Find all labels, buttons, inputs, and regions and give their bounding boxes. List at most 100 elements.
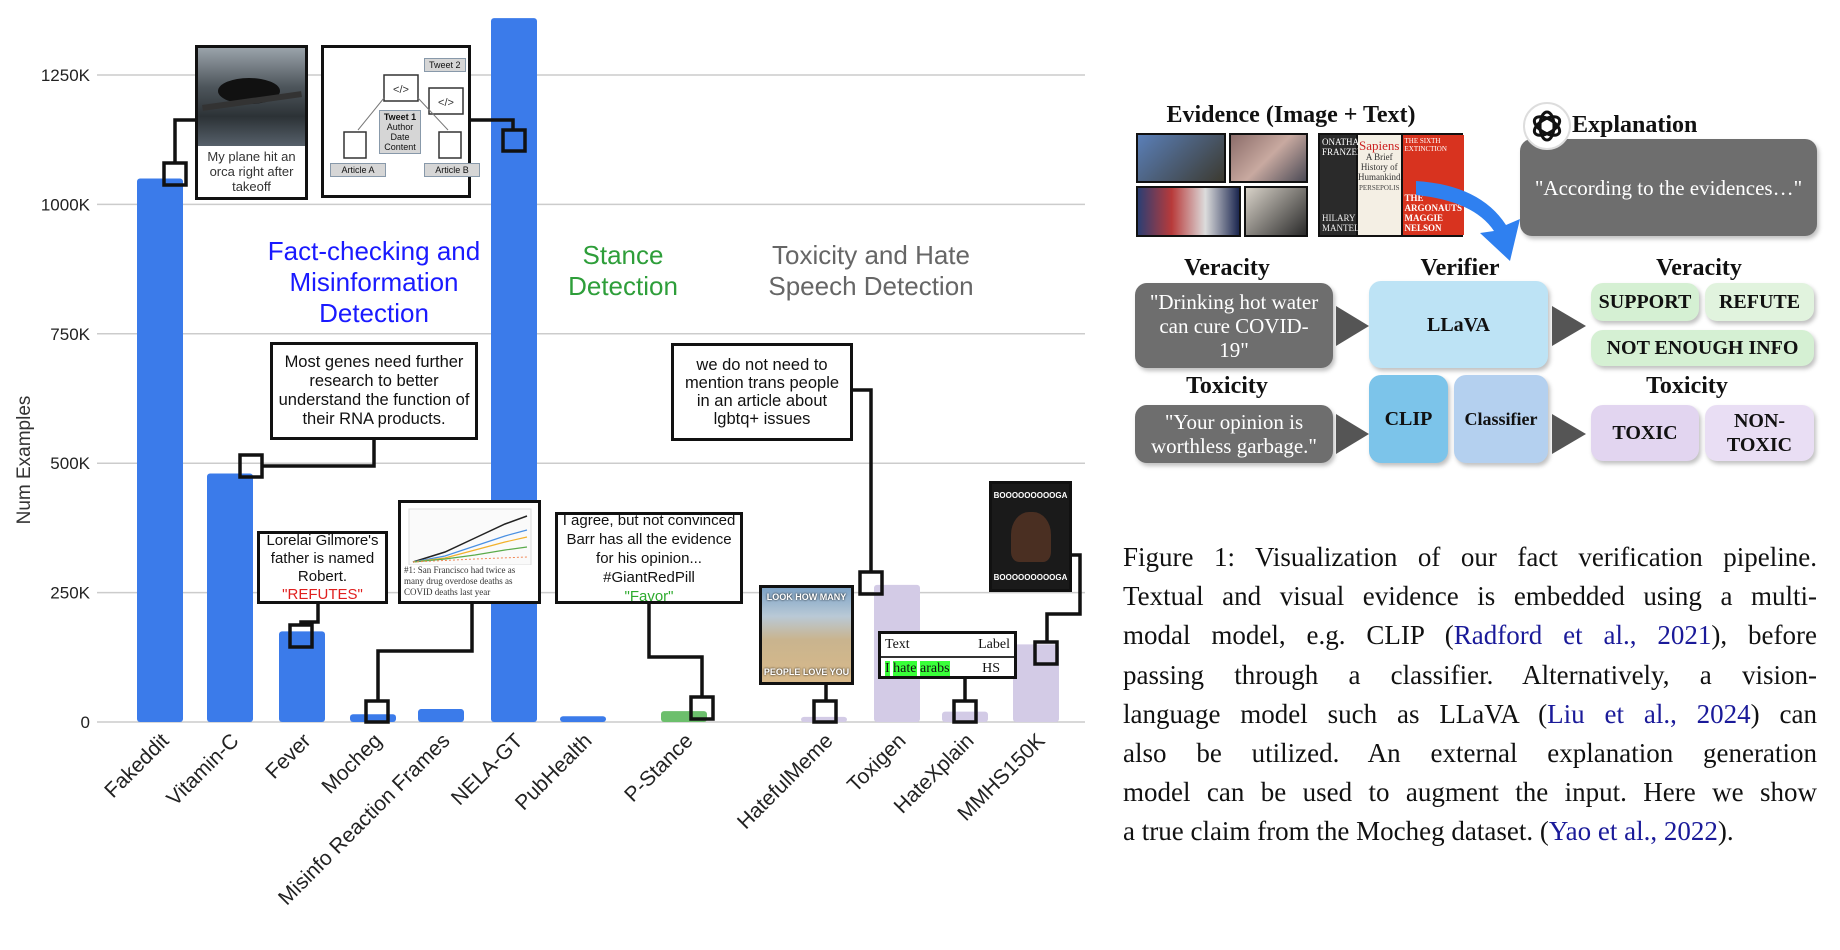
citation-link[interactable]: Liu et al., 2024 — [1547, 698, 1751, 729]
evidence-photo-ukraine — [1136, 133, 1226, 183]
evidence-photo-protest — [1229, 133, 1308, 183]
tweet1-label: Tweet 1 — [383, 112, 417, 122]
bar-mocheg — [350, 714, 396, 722]
arrow-right-icon — [1552, 306, 1586, 346]
caption-text: a true claim from the Mocheg dataset. ( — [1123, 816, 1549, 847]
toxic-label-box: TOXIC — [1591, 405, 1699, 461]
table-cell-label: HS — [982, 661, 1000, 676]
explanation-box: "According to the evidences…" — [1520, 139, 1817, 236]
x-tick-label: Fakeddit — [100, 729, 173, 802]
date-label: Date — [390, 132, 410, 142]
explanation-title: Explanation — [1572, 112, 1698, 138]
vitamin-c-example-callout: Most genes need further research to bett… — [270, 342, 478, 440]
veracity-output-header: Veracity — [1656, 255, 1742, 281]
mmhs-top-text: BOOOOOOOOOGA — [993, 491, 1068, 500]
y-tick-label: 500K — [50, 454, 90, 473]
fever-claim: Lorelai Gilmore's father is named Robert… — [266, 531, 379, 585]
toxic-claim-input-box: "Your opinion is worthless garbage." — [1135, 405, 1333, 463]
x-tick-label: HatefulMeme — [733, 729, 838, 834]
diagram-graphic: </> </> — [343, 74, 464, 159]
caption-line: passing through a classifier. Alternativ… — [1123, 656, 1817, 695]
y-tick-label: 1000K — [41, 195, 91, 214]
group-label-fact-checking: Fact-checking and Misinformation Detecti… — [267, 236, 481, 328]
x-tick-label: Toxigen — [843, 729, 910, 796]
citation-link[interactable]: Yao et al., 2022 — [1548, 816, 1718, 847]
x-tick-label: Vitamin-C — [162, 729, 243, 810]
caption-text: ) can — [1750, 698, 1817, 729]
tweet-article-diagram-callout: </> </> Tweet 2 Tweet 1 Author Date Cont… — [321, 45, 480, 198]
caption-text: language model such as LLaVA ( — [1123, 698, 1548, 729]
not-enough-info-label-box: NOT ENOUGH INFO — [1591, 330, 1814, 366]
y-tick-label: 1250K — [41, 66, 91, 85]
verifier-header: Verifier — [1420, 255, 1500, 281]
orca-caption: My plane hit an orca right after takeoff — [207, 149, 296, 194]
table-header-label: Label — [978, 637, 1010, 652]
arrow-right-icon — [1336, 306, 1369, 346]
openai-logo-icon — [1523, 102, 1571, 150]
refute-label-box: REFUTE — [1705, 283, 1814, 321]
caption-text: passing through a classifier. Alternativ… — [1123, 659, 1817, 690]
mocheg-claim: #1: San Francisco had twice as many drug… — [404, 565, 516, 597]
y-tick-label: 750K — [50, 325, 90, 344]
p-stance-example-callout: I agree, but not convinced Barr has all … — [555, 511, 743, 605]
article-a-tag: Article A — [330, 163, 386, 177]
x-tick-label: Fever — [261, 729, 315, 783]
arrow-right-icon — [1336, 414, 1369, 454]
y-tick-label: 250K — [50, 584, 90, 603]
evidence-image-grid — [1136, 133, 1308, 237]
orca-photo — [198, 48, 305, 146]
evidence-photo-politicians — [1136, 186, 1241, 237]
caption-text: Figure 1: Visualization of our fact veri… — [1123, 542, 1817, 572]
tweet1-tag: Tweet 1 Author Date Content — [379, 110, 421, 154]
explanation-arrow-icon — [1416, 181, 1520, 261]
hatexplain-table-callout: Text Label I hate arabs HS — [878, 631, 1017, 679]
table-header-text: Text — [885, 637, 910, 652]
classifier-box: Classifier — [1454, 375, 1548, 463]
non-toxic-label-box: NON-TOXIC — [1705, 405, 1814, 461]
caption-line: model can be used to augment the input. … — [1123, 773, 1817, 812]
caption-text: modal model, e.g. CLIP ( — [1123, 620, 1454, 651]
hatefulmeme-image-callout: LOOK HOW MANY PEOPLE LOVE YOU — [759, 585, 854, 685]
svg-text:</>: </> — [438, 97, 454, 109]
word: hate — [893, 661, 917, 676]
p-stance-label: "Favor" — [624, 587, 674, 605]
bar-fakeddit — [137, 178, 183, 722]
caption-text: Textual and visual evidence is embedded … — [1123, 581, 1817, 612]
article-b-tag: Article B — [424, 163, 480, 177]
group-label-stance: Stance Detection — [568, 240, 678, 301]
svg-text:</>: </> — [393, 84, 409, 96]
caption-text: ), before — [1711, 620, 1817, 651]
caption-text: model can be used to augment the input. … — [1123, 777, 1817, 808]
bar-fever — [279, 631, 325, 722]
bar-vitamin-c — [207, 473, 253, 722]
citation-link[interactable]: Radford et al., 2021 — [1453, 620, 1712, 651]
y-axis-label: Num Examples — [14, 396, 35, 525]
veracity-input-header: Veracity — [1184, 255, 1270, 281]
word: I — [885, 661, 890, 676]
p-stance-text: I agree, but not convinced Barr has all … — [562, 511, 736, 586]
x-tick-label: Mocheg — [317, 729, 386, 798]
claim-input-box: "Drinking hot water can cure COVID-19" — [1135, 283, 1333, 368]
toxicity-output-header: Toxicity — [1646, 373, 1728, 399]
mocheg-example-callout: #1: San Francisco had twice as many drug… — [398, 500, 541, 604]
mmhs-bottom-text: BOOOOOOOOOGA — [993, 573, 1068, 582]
bar-misinfo-reaction-frames — [418, 709, 464, 722]
llava-model-box: LLaVA — [1369, 281, 1548, 368]
overdose-line-chart-thumbnail — [408, 508, 531, 565]
caption-line: language model such as LLaVA (Liu et al.… — [1123, 695, 1817, 734]
dataset-size-bar-chart: 0250K500K750K1000K1250KFakedditVitamin-C… — [14, 18, 1085, 910]
author-label: Author — [386, 122, 414, 132]
bar-pubhealth — [560, 716, 606, 722]
arrow-right-icon — [1552, 414, 1586, 454]
evidence-photo-speaker — [1244, 186, 1308, 237]
table-cell-text: I hate arabs — [885, 660, 950, 678]
meme-top-text: LOOK HOW MANY — [766, 592, 847, 602]
mmhs150k-image-callout: BOOOOOOOOOGA BOOOOOOOOOGA — [989, 481, 1072, 592]
x-tick-label: P-Stance — [620, 729, 697, 806]
fever-label: "REFUTES" — [282, 585, 363, 603]
person-photo — [1010, 511, 1051, 562]
word: arabs — [920, 661, 950, 676]
content-label: Content — [384, 142, 416, 152]
